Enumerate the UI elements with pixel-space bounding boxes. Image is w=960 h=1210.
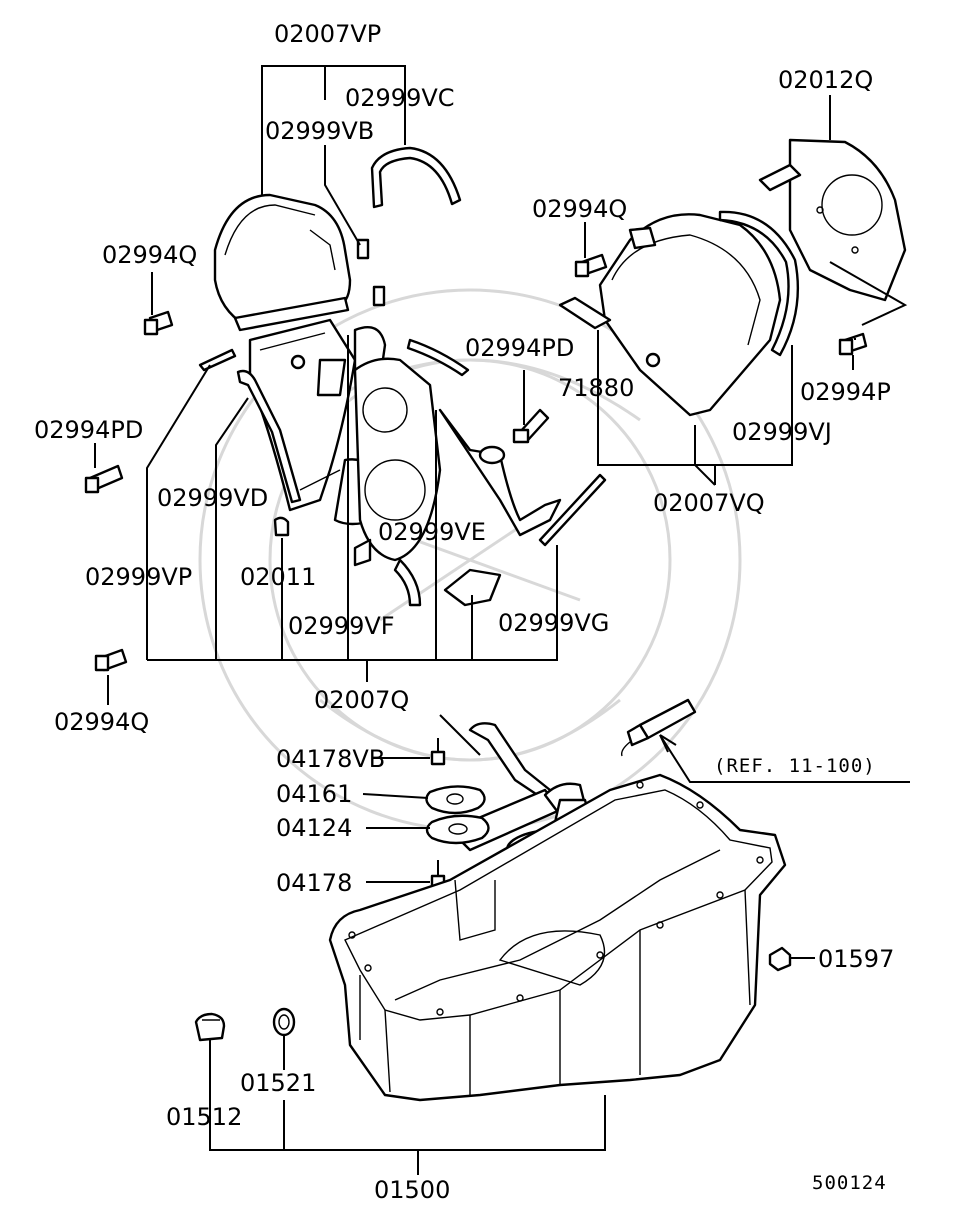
- label-02994Q-lower-left: 02994Q: [54, 708, 149, 736]
- label-02999VP: 02999VP: [85, 563, 192, 591]
- label-01512: 01512: [166, 1103, 242, 1131]
- seal-02011: [273, 516, 290, 537]
- upper-front-cover: [213, 193, 352, 332]
- reference-note: (REF. 11-100): [714, 755, 876, 777]
- rear-cover-02007VQ: [598, 213, 782, 417]
- seal-02999VG: [443, 473, 607, 607]
- bolt-01597: [768, 946, 792, 972]
- bolts-upper-right: [512, 253, 868, 444]
- seal-02999VC: [370, 146, 462, 209]
- label-02011: 02011: [240, 563, 316, 591]
- part-labels: 02007VP 02999VC 02999VB 02994Q 02012Q 02…: [34, 20, 894, 1204]
- label-02999VB: 02999VB: [265, 117, 374, 145]
- flange-04124: [425, 814, 490, 845]
- label-02007VQ: 02007VQ: [653, 489, 765, 517]
- drain-plug-01512: [194, 1012, 226, 1042]
- bolt-04178VB: [430, 738, 446, 766]
- label-01597: 01597: [818, 945, 894, 973]
- label-02012Q: 02012Q: [778, 66, 873, 94]
- label-71880: 71880: [558, 374, 634, 402]
- label-04178: 04178: [276, 869, 352, 897]
- label-02007VP: 02007VP: [274, 20, 381, 48]
- sealant-tube: [620, 698, 697, 757]
- label-02994PD-right: 02994PD: [465, 334, 574, 362]
- gasket-strips-left: [198, 338, 470, 504]
- seal-02999VB: [356, 238, 386, 307]
- gasket-01521: [272, 1007, 296, 1037]
- leader-lines: [94, 65, 910, 1175]
- oil-pan-01500: [328, 773, 787, 1102]
- label-02994Q-upper-left: 02994Q: [102, 241, 197, 269]
- bracket-02999VE: [438, 408, 562, 537]
- label-01500: 01500: [374, 1176, 450, 1204]
- bolts-upper-left: [84, 310, 306, 672]
- label-02994PD-left: 02994PD: [34, 416, 143, 444]
- label-02007Q: 02007Q: [314, 686, 409, 714]
- inner-cover: [353, 357, 442, 607]
- label-02999VF: 02999VF: [288, 612, 395, 640]
- seal-02999VJ: [718, 210, 800, 357]
- gasket-71880: [558, 296, 612, 330]
- label-02994Q-upper-right: 02994Q: [532, 195, 627, 223]
- label-02999VJ: 02999VJ: [732, 418, 832, 446]
- label-02999VC: 02999VC: [345, 84, 455, 112]
- label-01521: 01521: [240, 1069, 316, 1097]
- gasket-04161: [425, 785, 486, 815]
- label-02999VG: 02999VG: [498, 609, 609, 637]
- label-04178VB: 04178VB: [276, 745, 385, 773]
- label-02999VE: 02999VE: [378, 518, 486, 546]
- label-04161: 04161: [276, 780, 352, 808]
- label-04124: 04124: [276, 814, 352, 842]
- rear-plate-02012Q: [758, 138, 907, 302]
- label-02994P: 02994P: [800, 378, 891, 406]
- label-02999VD: 02999VD: [157, 484, 268, 512]
- figure-number: 500124: [812, 1172, 887, 1194]
